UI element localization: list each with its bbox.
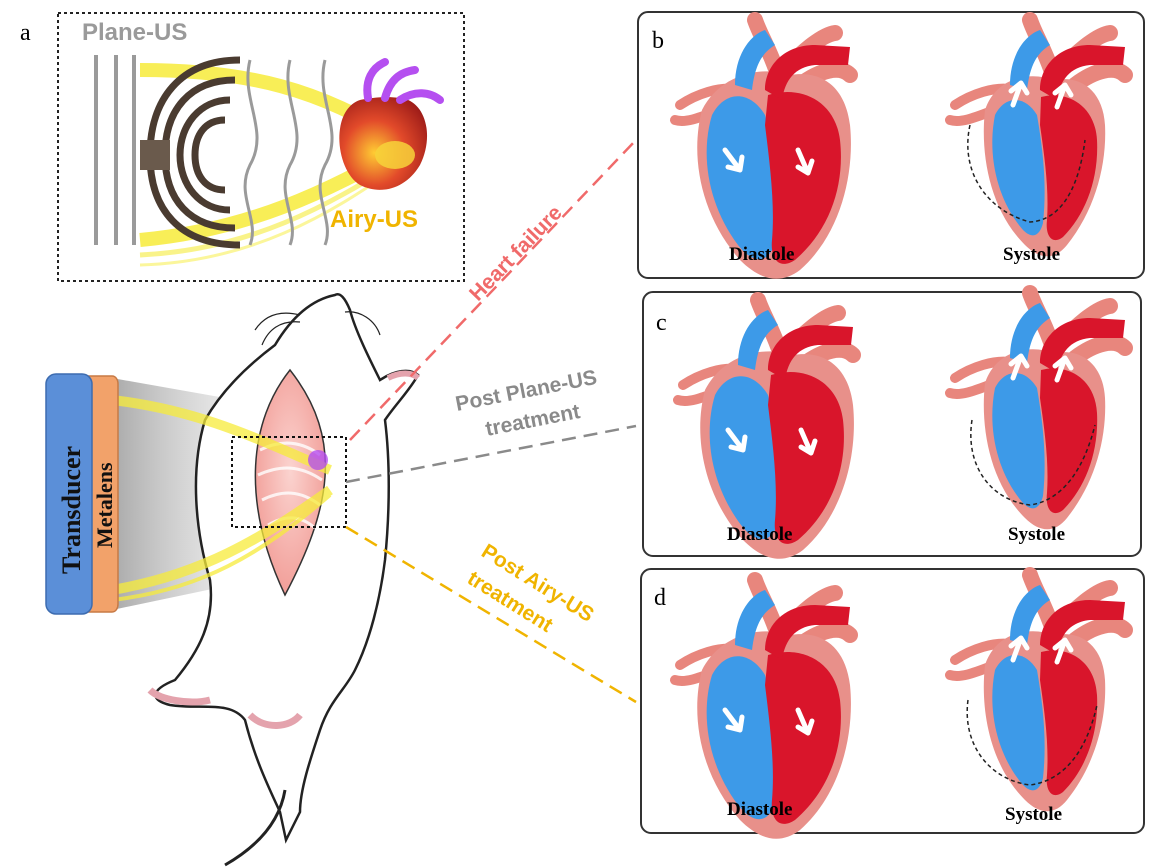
metalens-layer [87,375,119,613]
wavefront-lines [243,59,334,246]
heart-failure-line [349,139,637,441]
post-airy-line [345,525,637,704]
plane-us-lines [94,55,136,245]
mouse-illustration [111,293,421,867]
transducer-label: Transducer [57,446,86,574]
mouse-foot-left [147,687,211,706]
dilation-outline [967,124,1086,223]
panel-c-systole-label: Systole [1008,524,1065,545]
mouse-tail [224,789,287,867]
dilation-outline [966,699,1098,786]
panel-b: b Diastole Systole [637,11,1145,279]
panel-a: a Plane-US Airy-US [20,12,465,282]
panel-d-letter: d [654,585,666,611]
plane-us-label: Plane-US [82,19,187,46]
dilation-outline [970,419,1096,506]
airy-beams-body [111,395,333,602]
transducer-layer [45,373,93,615]
mouse-foot-right [247,712,303,729]
panel-b-diastole-label: Diastole [729,244,794,265]
panel-d: d Diastole Systole [640,569,1145,839]
panel-b-systole-label: Systole [1003,244,1060,265]
ultrasound-device: Transducer Metalens [45,373,119,615]
mouse-whiskers [254,311,381,346]
heart-failure-label: Heart failure [465,201,567,305]
airy-us-label: Airy-US [330,206,418,233]
mini-heart-marker [308,450,328,470]
panel-d-diastole-label: Diastole [727,799,792,820]
rib-cage-icon [140,56,241,249]
metalens-label: Metalens [92,462,117,548]
post-plane-line [345,424,637,484]
mouse-paw [386,370,421,381]
panel-b-letter: b [652,28,664,54]
panel-c-letter: c [656,310,667,336]
panel-a-letter: a [20,20,31,46]
heart-3d-icon [339,58,444,190]
panel-c: c Diastole Systole [642,292,1142,559]
panel-d-systole-label: Systole [1005,804,1062,825]
panel-c-diastole-label: Diastole [727,524,792,545]
